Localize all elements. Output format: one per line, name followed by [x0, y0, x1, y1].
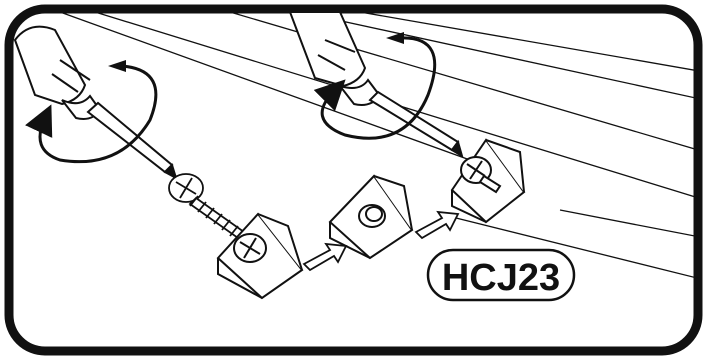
product-code-label: HCJ23	[428, 250, 574, 300]
product-code-text: HCJ23	[442, 257, 560, 299]
